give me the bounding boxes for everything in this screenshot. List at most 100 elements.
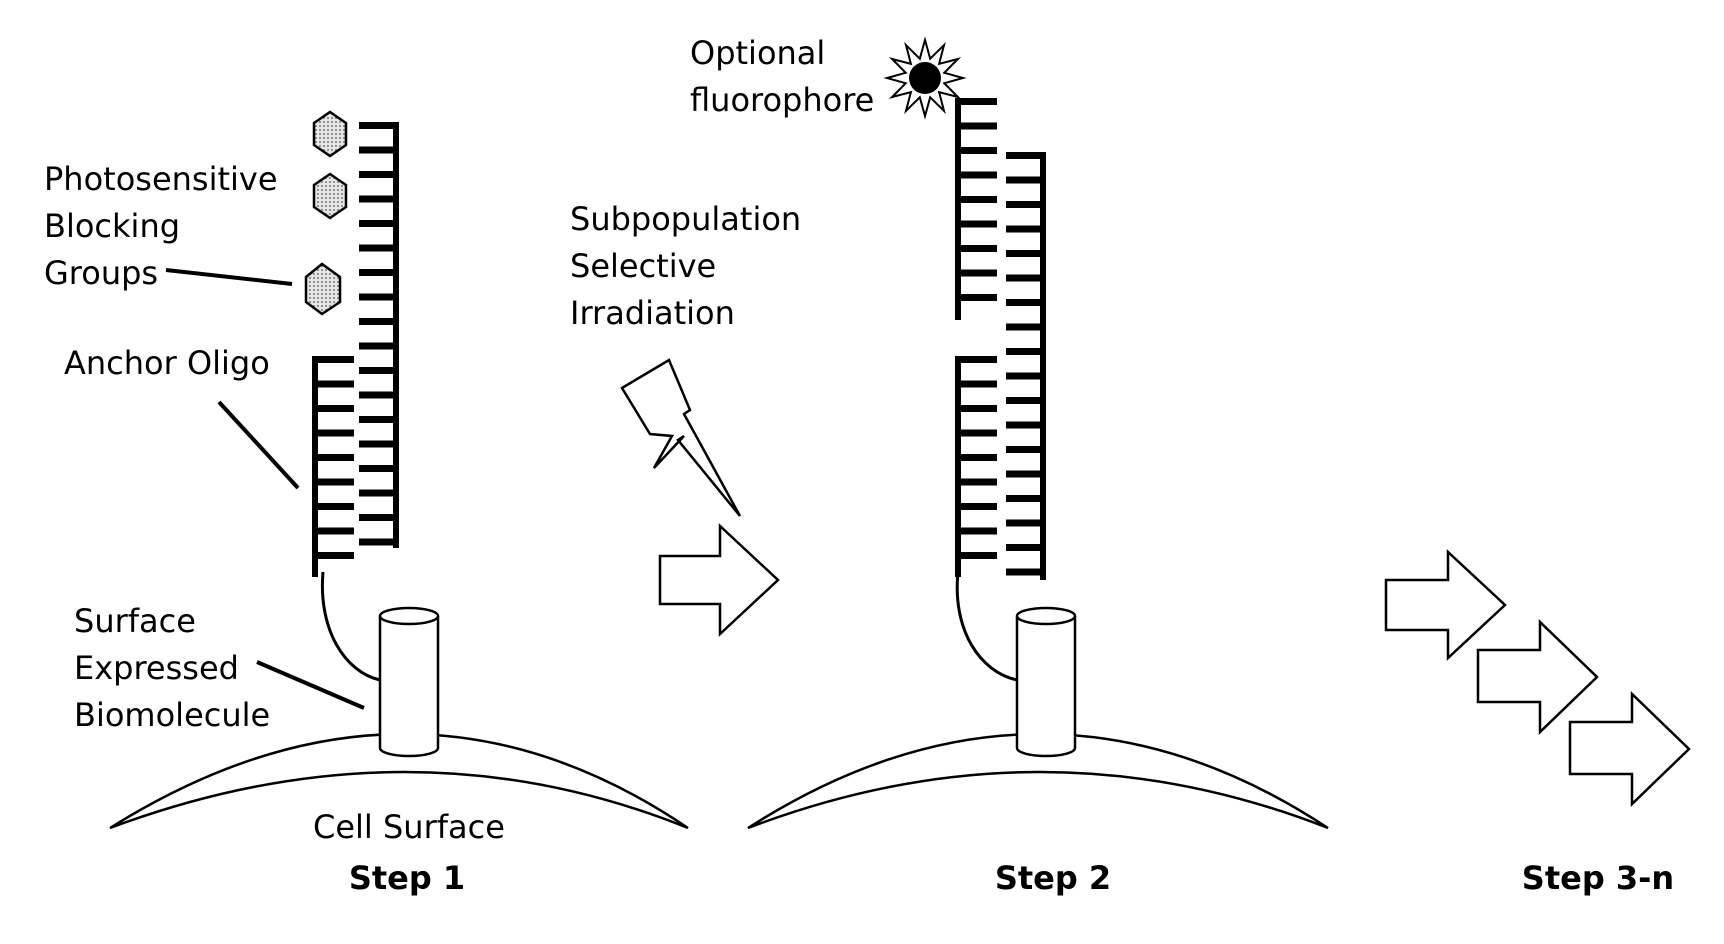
biomolecule-cylinder-step1 <box>378 606 440 758</box>
oligo-segment <box>955 98 997 105</box>
arrow-step1-to-2-icon <box>658 523 780 637</box>
oligo-segment <box>955 171 997 179</box>
oligo-segment <box>1006 152 1046 159</box>
oligo-segment <box>1006 176 1046 184</box>
oligo-segment <box>359 440 399 448</box>
oligo-segment <box>359 195 399 203</box>
oligo-segment <box>955 122 997 130</box>
oligo-segment <box>1006 250 1046 257</box>
arrow-step3-2-icon <box>1476 619 1599 735</box>
oligo-segment <box>359 367 399 374</box>
oligo-segment <box>359 146 399 154</box>
step3-title: Step 3-n <box>1522 859 1674 897</box>
arrow-step3-1-icon <box>1384 549 1507 661</box>
label-subpop-2: Selective <box>570 247 716 285</box>
oligo-segment <box>359 538 399 546</box>
leader-biomolecule <box>256 660 365 710</box>
cell-surface-step1 <box>109 732 689 830</box>
oligo-segment <box>1040 152 1046 580</box>
oligo-segment <box>955 552 997 559</box>
oligo-segment <box>955 220 997 228</box>
oligo-segment <box>955 380 997 388</box>
long-oligo-strand-step2 <box>1006 152 1046 580</box>
oligo-segment <box>1006 446 1046 453</box>
fluorophore-icon <box>909 62 941 94</box>
anchor-oligo-strand <box>312 356 354 577</box>
oligo-segment <box>1006 323 1046 331</box>
oligo-segment <box>955 356 961 577</box>
oligo-segment <box>955 98 961 320</box>
biomolecule-cylinder-step2 <box>1015 606 1077 758</box>
leader-blocking-groups <box>165 268 293 286</box>
irradiation-panel: Subpopulation Selective Irradiation <box>570 200 801 637</box>
label-subpop-1: Subpopulation <box>570 200 801 238</box>
oligo-segment <box>312 503 354 510</box>
oligo-segment <box>359 514 399 521</box>
label-surface-3: Biomolecule <box>74 696 270 734</box>
oligo-segment <box>359 489 399 497</box>
oligo-segment <box>312 356 318 577</box>
oligo-segment <box>1006 397 1046 404</box>
oligo-segment <box>955 454 997 461</box>
label-subpop-3: Irradiation <box>570 294 735 332</box>
step1-panel: Photosensitive Blocking Groups Anchor Ol… <box>44 110 689 897</box>
oligo-segment <box>1006 348 1046 355</box>
oligo-segment <box>312 478 354 486</box>
oligo-segment <box>359 465 399 472</box>
oligo-segment <box>1006 519 1046 527</box>
oligo-segment <box>1006 299 1046 306</box>
blocking-group-2 <box>312 172 348 220</box>
step2-title: Step 2 <box>995 859 1111 897</box>
oligo-segment <box>359 122 399 129</box>
oligo-segment <box>955 478 997 486</box>
oligo-segment <box>955 245 997 252</box>
oligo-segment <box>1006 470 1046 478</box>
label-fluor-2: fluorophore <box>690 81 874 119</box>
step3-panel: Step 3-n <box>1384 549 1691 897</box>
oligo-segment <box>359 293 399 301</box>
oligo-segment <box>955 429 997 437</box>
oligo-segment <box>359 171 399 178</box>
oligo-segment <box>1006 225 1046 233</box>
oligo-segment <box>359 342 399 350</box>
oligo-segment <box>359 318 399 325</box>
label-anchor-oligo: Anchor Oligo <box>64 344 270 382</box>
oligo-segment <box>955 147 997 154</box>
oligo-segment <box>1006 544 1046 551</box>
arrow-step3-3-icon <box>1568 691 1691 807</box>
oligo-segment <box>1006 495 1046 502</box>
leader-anchor-oligo <box>217 400 300 490</box>
oligo-segment <box>359 416 399 423</box>
oligo-segment <box>955 269 997 277</box>
oligo-segment <box>312 356 354 363</box>
blocking-group-1 <box>312 110 348 158</box>
anchor-oligo-strand-step2 <box>955 356 997 577</box>
oligo-segment <box>955 356 997 363</box>
oligo-segment <box>312 405 354 412</box>
blocking-group-3 <box>304 262 342 316</box>
label-photosensitive-3: Groups <box>44 254 158 292</box>
oligo-segment <box>955 196 997 203</box>
lightning-bolt-icon <box>620 358 742 517</box>
label-surface-2: Expressed <box>74 649 239 687</box>
linker-step1 <box>320 571 381 682</box>
label-surface-1: Surface <box>74 602 196 640</box>
oligo-segment <box>359 269 399 276</box>
label-photosensitive-2: Blocking <box>44 207 180 245</box>
hybridized-oligo-strand-step2 <box>955 98 997 320</box>
linker-step2 <box>955 571 1018 682</box>
oligo-segment <box>955 405 997 412</box>
oligo-segment <box>1006 421 1046 429</box>
label-photosensitive-1: Photosensitive <box>44 160 278 198</box>
oligo-segment <box>312 552 354 559</box>
oligo-segment <box>312 429 354 437</box>
oligo-segment <box>393 122 399 548</box>
oligo-segment <box>1006 568 1046 576</box>
oligo-segment <box>312 527 354 535</box>
blocked-oligo-strand <box>359 122 399 548</box>
oligo-segment <box>1006 372 1046 380</box>
oligo-segment <box>955 294 997 301</box>
label-fluor-1: Optional <box>690 34 825 72</box>
oligo-segment <box>359 244 399 252</box>
